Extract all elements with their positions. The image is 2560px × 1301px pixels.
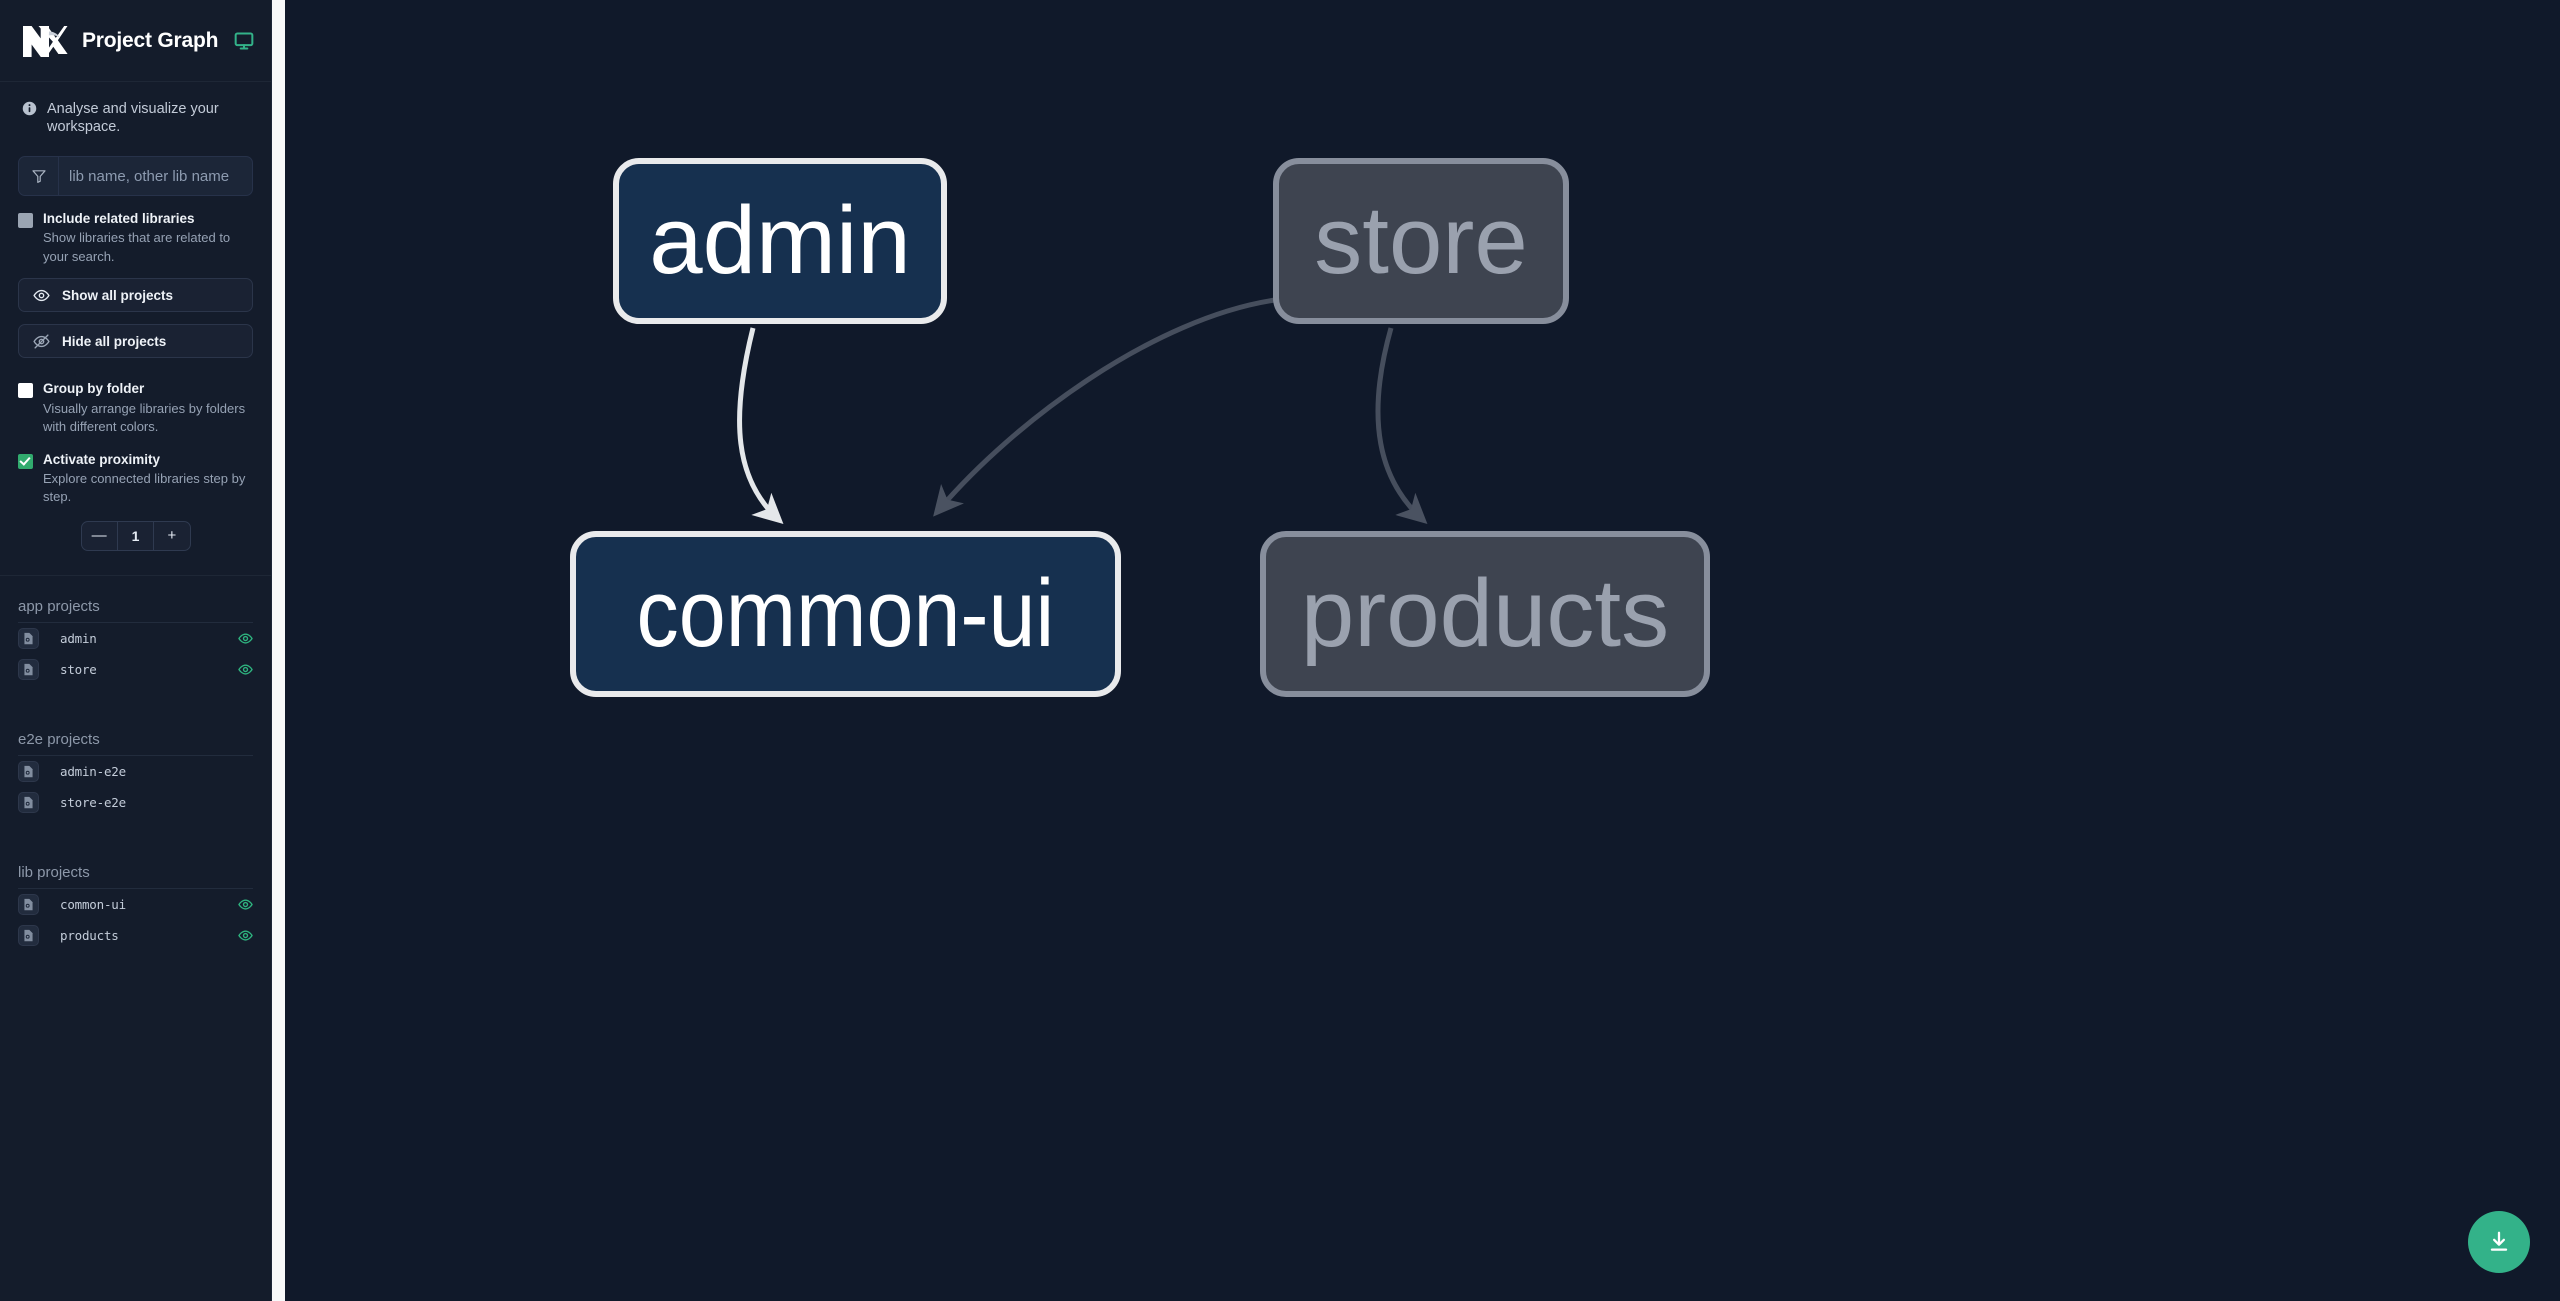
graph-node-store[interactable]: store bbox=[1273, 158, 1569, 324]
activate-proximity-checkbox[interactable] bbox=[18, 453, 33, 469]
sidebar-divider bbox=[0, 574, 271, 576]
sidebar-header: Project Graph bbox=[0, 0, 271, 82]
graph-node-admin[interactable]: admin bbox=[613, 158, 947, 324]
search-field[interactable] bbox=[18, 156, 253, 197]
graph-canvas[interactable]: admin store common-ui products bbox=[285, 0, 2560, 1301]
search-input[interactable] bbox=[59, 157, 252, 196]
project-file-icon bbox=[18, 760, 39, 782]
option-activate-proximity[interactable]: Activate proximity Explore connected lib… bbox=[0, 437, 271, 507]
spacer bbox=[0, 685, 271, 709]
option-include-related-libraries[interactable]: Include related libraries Show libraries… bbox=[0, 196, 271, 266]
group-rule bbox=[18, 754, 253, 756]
eye-off-icon bbox=[33, 333, 50, 350]
page-title: Project Graph bbox=[82, 28, 219, 52]
eye-icon[interactable] bbox=[238, 662, 253, 677]
edge-store-to-common-ui bbox=[933, 297, 1276, 517]
project-row-admin-e2e[interactable]: admin-e2e bbox=[0, 756, 271, 787]
hide-all-projects-label: Hide all projects bbox=[62, 333, 167, 349]
eye-icon[interactable] bbox=[238, 897, 253, 912]
eye-icon bbox=[33, 287, 50, 304]
project-row-store-e2e[interactable]: store-e2e bbox=[0, 787, 271, 818]
group-by-folder-desc: Visually arrange libraries by folders wi… bbox=[43, 400, 246, 435]
project-row-admin[interactable]: admin bbox=[0, 623, 271, 654]
proximity-increment-button[interactable]: + bbox=[167, 527, 177, 545]
proximity-stepper[interactable]: — 1 + bbox=[80, 520, 191, 551]
group-rule bbox=[18, 887, 253, 889]
download-button[interactable] bbox=[2468, 1211, 2530, 1273]
spacer bbox=[0, 818, 271, 842]
project-file-icon bbox=[18, 791, 39, 813]
graph-edges bbox=[737, 297, 1428, 525]
graph-node-label: products bbox=[1300, 560, 1670, 667]
tagline-text: Analyse and visualize your workspace. bbox=[47, 101, 219, 136]
project-name: admin bbox=[60, 630, 97, 646]
show-all-projects-button[interactable]: Show all projects bbox=[18, 278, 253, 313]
project-file-icon bbox=[18, 924, 39, 946]
tagline: Analyse and visualize your workspace. bbox=[0, 82, 271, 152]
group-title-app-projects: app projects bbox=[18, 597, 100, 615]
project-file-icon bbox=[18, 627, 39, 649]
project-file-icon bbox=[18, 893, 39, 915]
proximity-value: 1 bbox=[116, 521, 155, 550]
option-group-by-folder[interactable]: Group by folder Visually arrange librari… bbox=[0, 358, 271, 436]
sidebar-resize-handle[interactable] bbox=[272, 0, 285, 1301]
info-icon bbox=[22, 101, 37, 116]
hide-all-projects-button[interactable]: Hide all projects bbox=[18, 324, 253, 359]
graph-node-products[interactable]: products bbox=[1260, 531, 1710, 697]
nx-logo-icon bbox=[22, 24, 68, 58]
project-name: admin-e2e bbox=[60, 763, 126, 779]
group-rule bbox=[18, 621, 253, 623]
include-related-desc: Show libraries that are related to your … bbox=[43, 230, 231, 264]
project-name: store bbox=[60, 661, 97, 677]
edge-admin-to-common-ui bbox=[737, 327, 784, 525]
project-name: products bbox=[60, 927, 119, 943]
activate-proximity-label: Activate proximity bbox=[43, 451, 161, 467]
project-name: store-e2e bbox=[60, 794, 126, 810]
project-row-store[interactable]: store bbox=[0, 654, 271, 685]
graph-node-label: admin bbox=[649, 187, 911, 294]
eye-icon[interactable] bbox=[238, 631, 253, 646]
monitor-icon[interactable] bbox=[234, 31, 254, 51]
eye-icon[interactable] bbox=[238, 928, 253, 943]
project-row-common-ui[interactable]: common-ui bbox=[0, 889, 271, 920]
funnel-icon bbox=[19, 157, 59, 196]
proximity-decrement-button[interactable]: — bbox=[91, 527, 107, 545]
graph-node-label: store bbox=[1314, 187, 1528, 294]
project-file-icon bbox=[18, 658, 39, 680]
edge-store-to-products bbox=[1375, 327, 1428, 525]
graph-node-label: common-ui bbox=[636, 560, 1055, 667]
group-title-e2e-projects: e2e projects bbox=[18, 730, 100, 748]
sidebar: Project Graph Analyse and visualize your… bbox=[0, 0, 272, 1301]
group-title-lib-projects: lib projects bbox=[18, 863, 90, 881]
project-name: common-ui bbox=[60, 896, 126, 912]
graph-node-common-ui[interactable]: common-ui bbox=[570, 531, 1121, 697]
group-by-folder-label: Group by folder bbox=[43, 381, 145, 397]
activate-proximity-desc: Explore connected libraries step by step… bbox=[43, 470, 246, 505]
include-related-label: Include related libraries bbox=[43, 211, 195, 227]
group-by-folder-checkbox[interactable] bbox=[18, 383, 33, 399]
show-all-projects-label: Show all projects bbox=[62, 287, 174, 303]
project-row-products[interactable]: products bbox=[0, 920, 271, 951]
download-icon bbox=[2490, 1231, 2508, 1251]
include-related-checkbox[interactable] bbox=[18, 213, 33, 229]
